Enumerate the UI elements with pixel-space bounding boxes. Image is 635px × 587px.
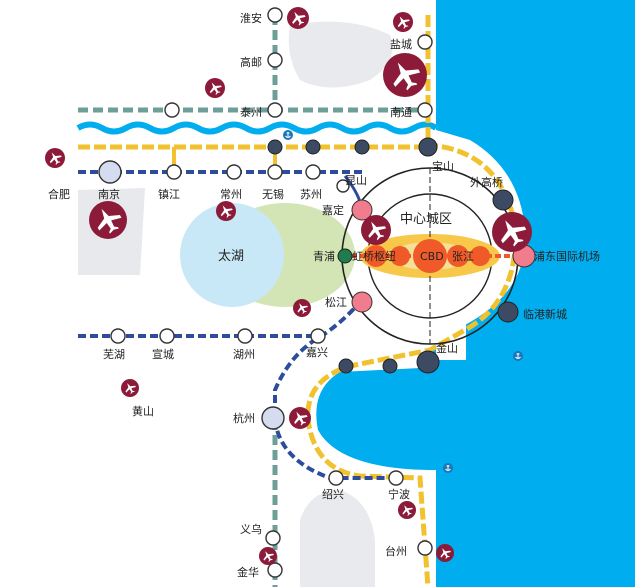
label-jinshan: 金山 xyxy=(436,341,458,355)
label-taizhou-zj: 台州 xyxy=(385,544,407,558)
label-ningbo: 宁波 xyxy=(388,487,410,501)
airplane-icon xyxy=(361,215,391,245)
airplane-icon xyxy=(205,78,225,98)
airplane-icon xyxy=(293,299,311,317)
label-huzhou: 湖州 xyxy=(233,348,255,361)
label-zhenjiang: 镇江 xyxy=(158,187,180,201)
cbd-hub-nodes xyxy=(365,239,490,273)
label-zhangjiang: 张江 xyxy=(452,250,474,263)
airplane-icon xyxy=(436,544,454,562)
airplane-icon xyxy=(289,407,311,429)
airplane-icon xyxy=(492,212,532,252)
label-jiading: 嘉定 xyxy=(322,203,344,217)
airplane-icon xyxy=(287,7,309,29)
blue-jiaxing-hangzhou-line xyxy=(273,298,395,480)
yellow-vertical-line xyxy=(172,147,277,170)
label-pudong-airport: 浦东国际机场 xyxy=(534,249,600,263)
yellow-coastal-line xyxy=(305,15,518,587)
label-wuhu: 芜湖 xyxy=(103,347,125,361)
label-shaoxing: 绍兴 xyxy=(322,487,344,501)
label-gaoyou: 高邮 xyxy=(240,55,262,69)
white-stations xyxy=(110,7,433,578)
label-kunshan: 昆山 xyxy=(345,174,367,187)
anchor-icon xyxy=(282,129,294,141)
anchor-icon xyxy=(442,462,454,474)
airplane-icon xyxy=(383,53,427,97)
label-wuxi: 无锡 xyxy=(262,187,284,201)
label-taizhou-js: 泰州 xyxy=(240,105,262,119)
label-suzhou: 苏州 xyxy=(300,188,322,201)
land-shapes xyxy=(78,21,393,587)
taihu-region xyxy=(180,203,355,307)
airplane-icon xyxy=(45,148,65,168)
label-xuancheng: 宣城 xyxy=(152,347,174,361)
label-nantong: 南通 xyxy=(390,106,412,119)
label-changzhou: 常州 xyxy=(220,188,242,201)
label-hefei: 合肥 xyxy=(48,187,70,201)
label-taihu: 太湖 xyxy=(218,249,244,264)
label-cbd: CBD xyxy=(420,250,444,263)
dark-stations xyxy=(267,137,519,374)
airplane-icon xyxy=(393,12,413,32)
label-central-city: 中心城区 xyxy=(400,212,452,227)
airports xyxy=(45,7,532,565)
yangtze-river xyxy=(76,121,438,135)
label-hongqiao-hub: 虹桥枢纽 xyxy=(352,249,396,263)
major-city-nodes xyxy=(98,160,285,430)
label-yancheng: 盐城 xyxy=(390,38,412,51)
label-songjiang: 松江 xyxy=(325,295,347,309)
anchor-icon xyxy=(512,350,524,362)
label-jinhua: 金华 xyxy=(237,565,259,579)
airplane-icon xyxy=(398,501,416,519)
airplane-icon xyxy=(216,201,236,221)
city-labels: 淮安 高邮 盐城 泰州 南通 合肥 南京 镇江 常州 无锡 苏州 昆山 宝山 外… xyxy=(48,11,600,579)
label-nanjing: 南京 xyxy=(98,187,120,201)
label-hangzhou: 杭州 xyxy=(233,411,255,425)
label-huangshan: 黄山 xyxy=(132,404,154,418)
label-jiaxing: 嘉兴 xyxy=(306,345,328,359)
label-qingpu: 青浦 xyxy=(313,250,335,263)
airplane-icon xyxy=(89,201,127,239)
airplane-icon xyxy=(259,547,277,565)
label-yiwu: 义乌 xyxy=(240,522,262,536)
airplane-icon xyxy=(121,379,139,397)
label-huaian: 淮安 xyxy=(240,11,262,25)
label-lingang: 临港新城 xyxy=(523,307,567,321)
label-waigaoqiao: 外高桥 xyxy=(470,175,503,189)
qingpu-station xyxy=(337,248,353,264)
label-baoshan: 宝山 xyxy=(432,159,454,173)
